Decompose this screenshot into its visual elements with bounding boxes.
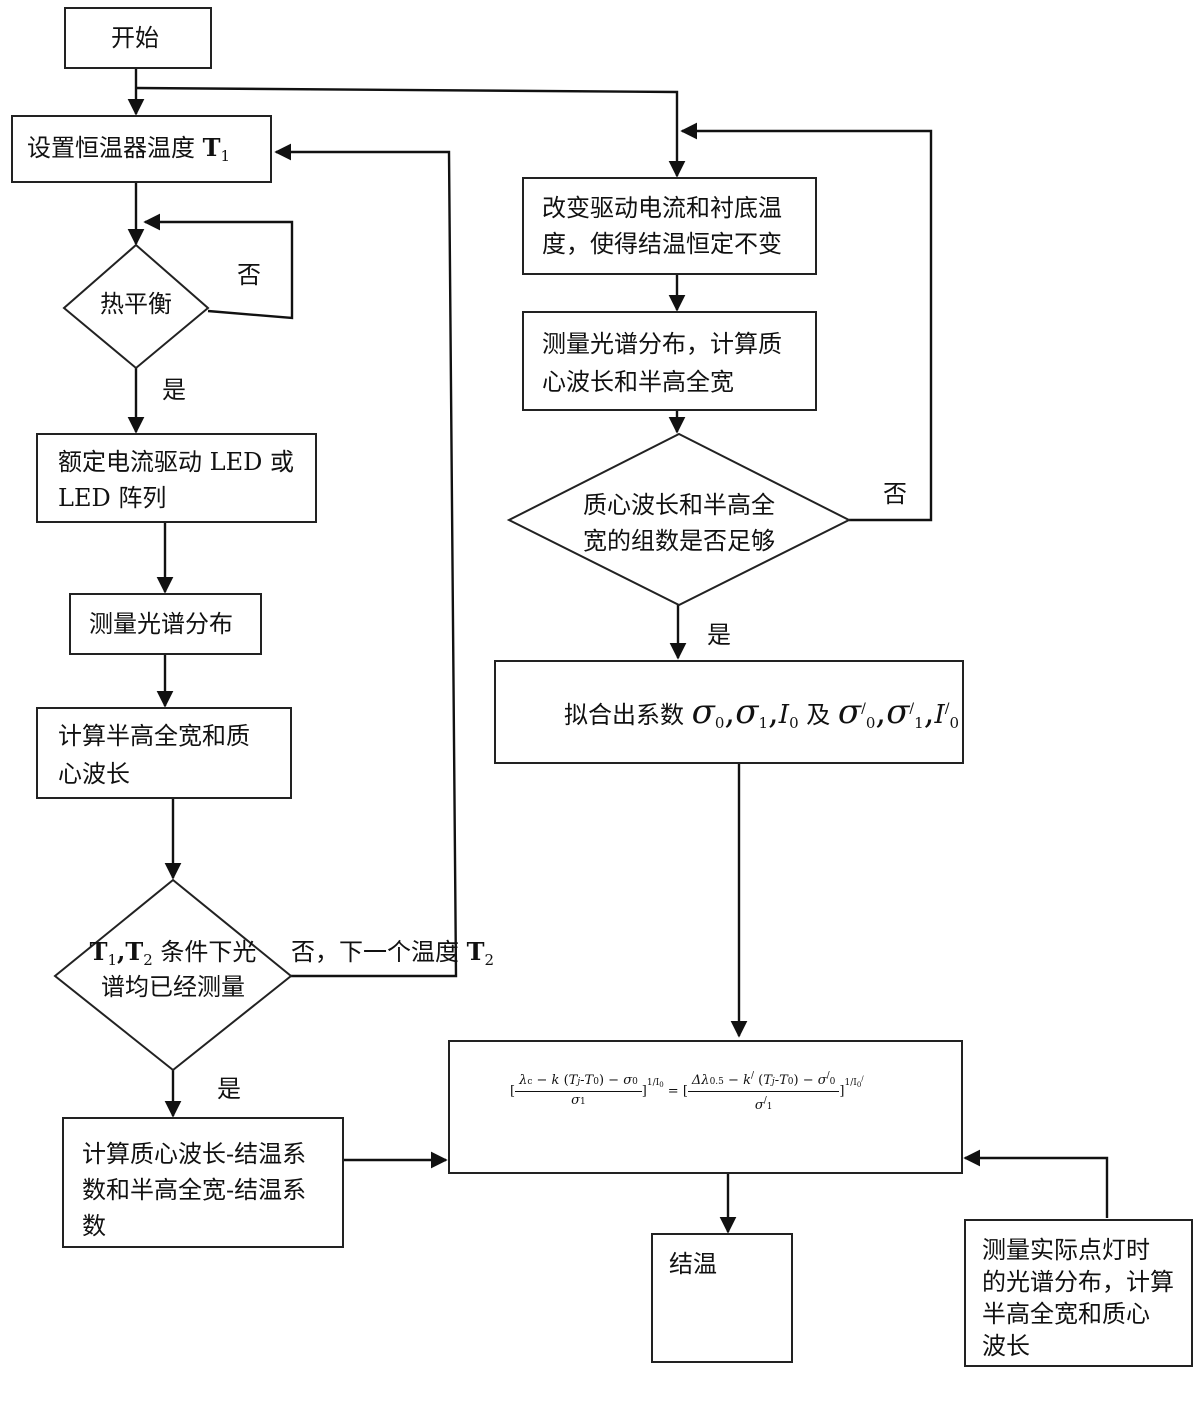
label-next-temp-no: 否，下一个温度 T2	[291, 937, 495, 969]
label-balance-no: 否	[237, 261, 261, 289]
junction-temp-box: 结温	[651, 1233, 793, 1363]
measure-spectrum-text: 测量光谱分布	[89, 610, 233, 638]
change-current-line1: 改变驱动电流和衬底温	[542, 194, 782, 222]
set-temp-box: 设置恒温器温度 T1	[11, 115, 272, 183]
set-temp-label: 设置恒温器温度	[27, 134, 203, 162]
measure-spectrum-box: 测量光谱分布	[69, 593, 262, 655]
arrow-start-to-change-current	[135, 86, 686, 178]
spectra-measured-line2: 谱均已经测量	[101, 973, 245, 1001]
measure-calc-line2: 心波长和半高全宽	[542, 368, 734, 396]
calc-coeff-box: 计算质心波长-结温系 数和半高全宽-结温系 数	[62, 1117, 344, 1248]
arrow-enough-no-loop	[680, 122, 933, 522]
measure-calc-box: 测量光谱分布，计算质 心波长和半高全宽	[522, 311, 817, 411]
label-enough-yes: 是	[707, 621, 731, 649]
drive-led-box: 额定电流驱动 LED 或 LED 阵列	[36, 433, 317, 523]
junction-temp-text: 结温	[669, 1250, 717, 1278]
drive-led-line1: 额定电流驱动 LED 或	[58, 448, 294, 476]
calc-fwhm-box: 计算半高全宽和质 心波长	[36, 707, 292, 799]
fit-coeff-box: 拟合出系数 σ0,σ1,I0 及 σ/0,σ/1,I/0	[494, 660, 964, 764]
arrow-actual-to-equation	[963, 1149, 1109, 1218]
enough-groups-line2: 宽的组数是否足够	[583, 527, 775, 555]
decision-thermal-balance-shape	[62, 243, 210, 370]
measure-actual-line1: 测量实际点灯时	[982, 1236, 1150, 1264]
enough-groups-line1: 质心波长和半高全	[583, 491, 775, 519]
measure-actual-line2: 的光谱分布，计算	[982, 1268, 1174, 1296]
fit-coeff-text: 拟合出系数 σ0,σ1,I0 及 σ/0,σ/1,I/0	[564, 692, 960, 732]
label-enough-no: 否	[883, 480, 907, 508]
thermal-balance-text: 热平衡	[100, 290, 172, 318]
set-temp-text: 设置恒温器温度 T1	[27, 129, 230, 167]
calc-coeff-line3: 数	[82, 1212, 106, 1240]
arrow-measured-no-loop	[274, 143, 458, 978]
calc-fwhm-line1: 计算半高全宽和质	[58, 722, 250, 750]
arrow-balance-no-loop	[143, 213, 294, 320]
calc-coeff-line2: 数和半高全宽-结温系	[82, 1176, 307, 1204]
calc-coeff-line1: 计算质心波长-结温系	[82, 1140, 307, 1168]
drive-led-line2: LED 阵列	[58, 484, 167, 512]
decision-enough-groups-shape	[506, 432, 852, 607]
start-text: 开始	[111, 24, 159, 52]
change-current-box: 改变驱动电流和衬底温 度，使得结温恒定不变	[522, 177, 817, 275]
change-current-line2: 度，使得结温恒定不变	[542, 230, 782, 258]
label-balance-yes: 是	[162, 376, 186, 404]
set-temp-var: T	[202, 133, 221, 162]
label-measured-yes: 是	[217, 1075, 241, 1103]
measure-actual-line4: 波长	[982, 1332, 1030, 1360]
calc-fwhm-line2: 心波长	[58, 760, 130, 788]
measure-calc-line1: 测量光谱分布，计算质	[542, 330, 782, 358]
measure-actual-box: 测量实际点灯时 的光谱分布，计算 半高全宽和质心 波长	[964, 1219, 1193, 1367]
set-temp-sub: 1	[220, 147, 231, 165]
measure-actual-line3: 半高全宽和质心	[982, 1300, 1150, 1328]
spectra-measured-line1: T1,T2 条件下光	[89, 937, 257, 969]
decision-spectra-measured-shape	[53, 878, 293, 1072]
start-box: 开始	[64, 7, 212, 69]
